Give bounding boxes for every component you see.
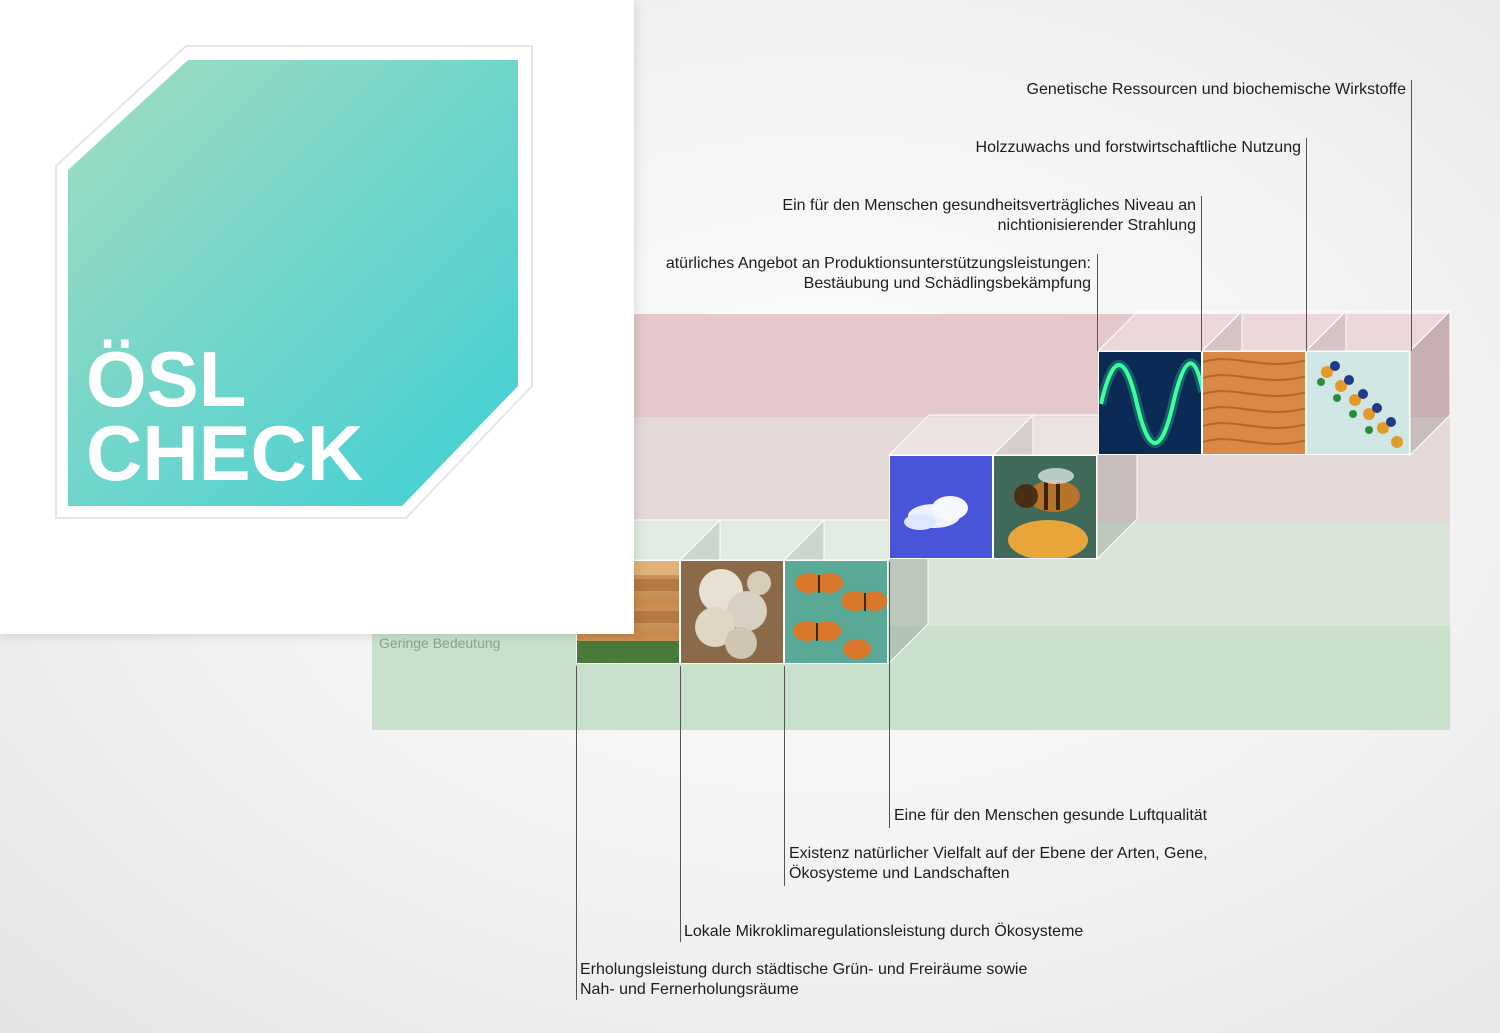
butterfly-icon <box>785 561 887 663</box>
callout-mikroklima: Lokale Mikroklimaregulationsleistung dur… <box>684 922 1083 942</box>
callout-line: Eine für den Menschen gesunde Luftqualit… <box>894 807 1208 824</box>
callout-line: Existenz natürlicher Vielfalt auf der Eb… <box>789 845 1208 862</box>
callout-line: Erholungsleistung durch städtische Grün-… <box>580 961 1028 978</box>
callout-line: Nah- und Fernerholungsräume <box>580 981 799 998</box>
logo-line-1: ÖSL <box>86 335 247 423</box>
callout-holz: Holzzuwachs und forstwirtschaftliche Nut… <box>976 138 1301 158</box>
callout-luft: Eine für den Menschen gesunde Luftqualit… <box>894 806 1207 826</box>
band-label-low: Geringe Bedeutung <box>379 635 501 651</box>
leader-line <box>784 666 785 886</box>
callout-line: Lokale Mikroklimaregulationsleistung dur… <box>684 923 1084 940</box>
callout-line: Ökosysteme und Landschaften <box>789 865 1010 882</box>
band-low <box>372 626 1450 730</box>
lichen-icon <box>681 561 783 663</box>
leader-line <box>576 666 577 1000</box>
callout-line: nichtionisierender Strahlung <box>997 217 1196 234</box>
callout-genetik: Genetische Ressourcen und biochemische W… <box>1027 80 1406 100</box>
leader-line <box>1201 196 1202 351</box>
logo-card: ÖSL CHECK <box>0 0 634 634</box>
cloud-icon <box>890 456 992 558</box>
wood-grain-icon <box>1203 352 1305 454</box>
logo-hexagon-icon <box>55 45 533 519</box>
wave-icon <box>1099 352 1201 454</box>
callout-erholung: Erholungsleistung durch städtische Grün-… <box>580 960 1027 1000</box>
leader-line <box>1097 254 1098 351</box>
callout-line: Bestäubung und Schädlingsbekämpfung <box>803 275 1091 292</box>
bee-icon <box>994 456 1096 558</box>
dna-molecule-icon <box>1307 352 1409 454</box>
callout-strahlung: Ein für den Menschen gesundheitsverträgl… <box>782 196 1196 236</box>
logo-line-2: CHECK <box>86 409 364 497</box>
leader-line <box>680 666 681 942</box>
callout-bestaeubung: atürliches Angebot an Produktionsunterst… <box>666 254 1091 294</box>
callout-line: Ein für den Menschen gesundheitsverträgl… <box>782 197 1196 214</box>
callout-line: atürliches Angebot an Produktionsunterst… <box>665 255 1091 272</box>
logo-wordmark: ÖSL CHECK <box>86 335 364 497</box>
leader-line <box>1306 138 1307 351</box>
leader-line <box>889 562 890 828</box>
callout-vielfalt: Existenz natürlicher Vielfalt auf der Eb… <box>789 844 1208 884</box>
callout-line: Genetische Ressourcen und biochemische W… <box>1026 81 1406 98</box>
cube-faces <box>1304 309 1452 457</box>
callout-line: Holzzuwachs und forstwirtschaftliche Nut… <box>975 139 1301 156</box>
leader-line <box>1411 80 1412 351</box>
